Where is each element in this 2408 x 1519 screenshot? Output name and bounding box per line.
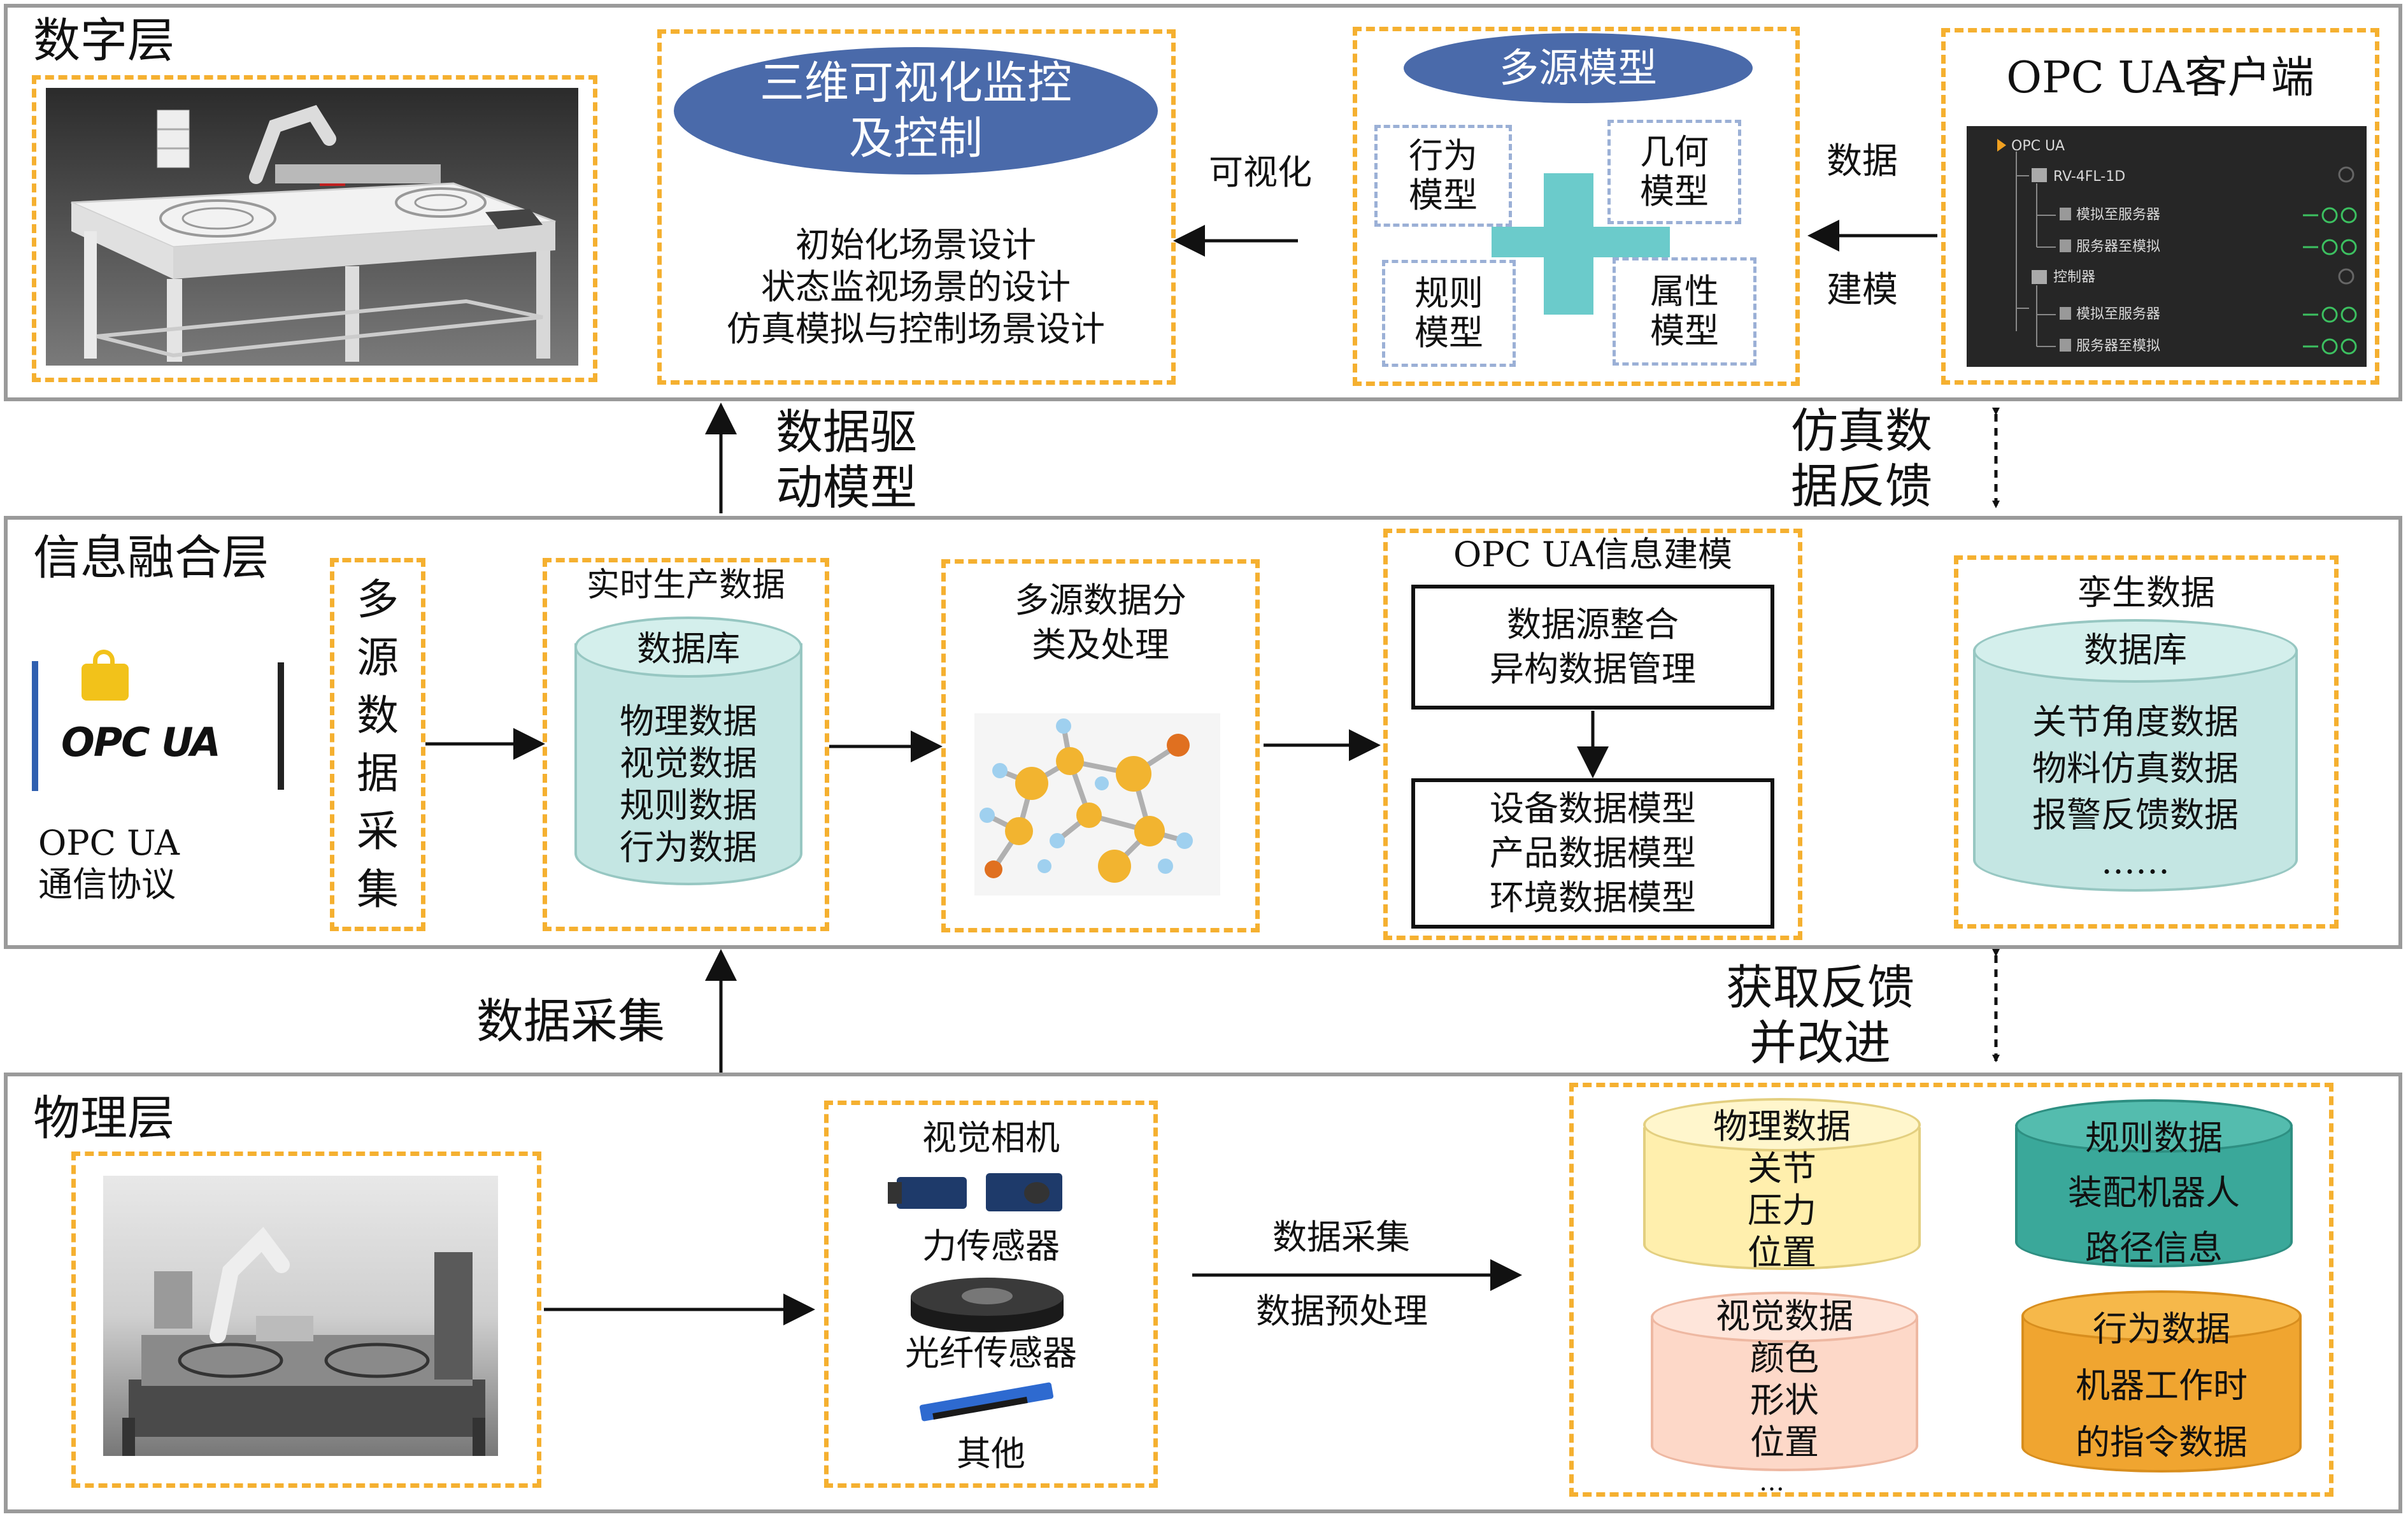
- realtime-db-cylinder-top: [574, 617, 802, 678]
- molecule-icon: [980, 718, 1193, 883]
- realtime-data-title: 实时生产数据: [586, 566, 785, 604]
- physical-layer-title: 物理层: [33, 1091, 175, 1146]
- twin-db-cylinder-top: [1973, 619, 2298, 683]
- behavior-data-cylinder-top: [2021, 1290, 2302, 1341]
- visual-data-cylinder-body: [1651, 1318, 1918, 1471]
- workcell-photo-icon: [122, 1227, 485, 1456]
- tree-item-server-to-sim-2: 服务器至模拟: [2076, 338, 2160, 354]
- data-models-box: 设备数据模型 产品数据模型 环境数据模型: [1411, 778, 1774, 929]
- physical-data-text: 物理数据 关节 压力 位置: [1713, 1106, 1851, 1273]
- behavior-model-label: 行为 模型: [1409, 135, 1478, 215]
- tree-item-sim-to-server-2: 模拟至服务器: [2076, 306, 2160, 322]
- data-preprocess-label: 数据预处理: [1256, 1291, 1428, 1331]
- rule-model-box: 规则 模型: [1382, 260, 1516, 367]
- opc-ua-logo-bar-right: [278, 662, 284, 790]
- opc-modeling-box: [1383, 529, 1802, 940]
- twin-db-items: 关节角度数据 物料仿真数据 报警反馈数据 ……: [2032, 702, 2239, 881]
- camera-label: 视觉相机: [922, 1118, 1060, 1158]
- rule-model-label: 规则 模型: [1414, 273, 1483, 353]
- opc-ua-client-box: [1941, 28, 2379, 385]
- multi-source-model-ellipse: 多源模型: [1404, 33, 1753, 103]
- physical-data-cylinder-top: [1643, 1098, 1921, 1152]
- multi-source-model-box: [1353, 27, 1800, 386]
- digital-twin-render-image: [46, 88, 578, 366]
- other-sensor-label: 其他: [957, 1434, 1025, 1474]
- fiber-sensor-label: 光纤传感器: [905, 1333, 1077, 1373]
- monitor-scene-list: 初始化场景设计 状态监视场景的设计 仿真模拟与控制场景设计: [727, 225, 1105, 349]
- twin-db-label: 数据库: [2084, 630, 2187, 670]
- behavior-data-text: 行为数据 机器工作时 的指令数据: [2076, 1309, 2248, 1463]
- monitor-control-title: 三维可视化监控 及控制: [760, 56, 1072, 165]
- opc-ua-protocol-label: OPC UA 通信协议: [38, 823, 180, 904]
- opc-tree-panel: OPC UA RV-4FL-1D 模拟至服务器 服务器至模拟 控制器 模拟至服务…: [1997, 138, 2357, 355]
- classify-process-box: [941, 559, 1260, 932]
- rule-data-cylinder-top: [2015, 1099, 2293, 1153]
- tree-root-label: OPC UA: [2011, 138, 2065, 154]
- monitor-control-ellipse: 三维可视化监控 及控制: [674, 47, 1158, 175]
- multi-source-collection-box: [330, 558, 425, 931]
- opc-ua-client-screenshot: OPC UA RV-4FL-1D 模拟至服务器 服务器至模拟 控制器 模拟至服务…: [1967, 126, 2367, 367]
- opc-node-icon: [1997, 139, 2006, 152]
- physical-workcell-box: [71, 1152, 541, 1488]
- force-sensor-icon: [911, 1278, 1064, 1332]
- attribute-model-label: 属性 模型: [1650, 271, 1719, 351]
- tree-item-server-to-sim-1: 服务器至模拟: [2076, 239, 2160, 255]
- attribute-model-box: 属性 模型: [1613, 257, 1756, 366]
- sensors-box: [824, 1101, 1158, 1488]
- camera-icon: [888, 1171, 1069, 1215]
- lock-icon: [82, 650, 129, 701]
- data-integration-box: 数据源整合 异构数据管理: [1411, 585, 1774, 710]
- twin-data-box: [1954, 555, 2339, 929]
- realtime-db-items: 物理数据 视觉数据 规则数据 行为数据: [620, 701, 757, 867]
- plus-bar-horizontal: [1492, 227, 1670, 257]
- data-collection-label: 数据采集: [476, 994, 665, 1049]
- behavior-model-box: 行为 模型: [1374, 125, 1512, 227]
- geometry-model-box: 几何 模型: [1607, 120, 1741, 224]
- opc-modeling-title: OPC UA信息建模: [1453, 534, 1732, 574]
- twin-db-cylinder-body: [1973, 650, 2298, 892]
- realtime-db-cylinder-body: [574, 643, 802, 885]
- tree-controller-label: 控制器: [2053, 269, 2095, 285]
- opc-ua-client-title: OPC UA客户端: [2006, 53, 2314, 103]
- molecule-image: [974, 713, 1220, 895]
- opc-ua-logo-wordmark: OPC UA: [61, 719, 271, 766]
- realtime-db-label: 数据库: [637, 629, 740, 669]
- rule-data-text: 规则数据 装配机器人 路径信息: [2068, 1118, 2240, 1268]
- tree-item-sim-to-server-1: 模拟至服务器: [2076, 207, 2160, 223]
- opc-ua-logo-bar-left: [32, 661, 38, 791]
- digital-twin-render-box: [32, 75, 597, 382]
- classify-process-title: 多源数据分 类及处理: [1015, 580, 1186, 666]
- workbench-render-icon: [71, 104, 556, 362]
- behavior-data-cylinder-body: [2021, 1316, 2302, 1473]
- geometry-model-label: 几何 模型: [1640, 131, 1709, 211]
- multi-source-collection-label: 多 源 数 据 采 集: [357, 575, 399, 915]
- data-label: 数据: [1827, 141, 1898, 182]
- data-driven-model-label: 数据驱 动模型: [776, 405, 917, 516]
- fusion-layer-title: 信息融合层: [33, 531, 269, 585]
- modeling-label: 建模: [1827, 269, 1898, 311]
- multi-source-model-title: 多源模型: [1499, 45, 1657, 92]
- data-collect-label: 数据采集: [1272, 1217, 1410, 1257]
- monitor-control-box: [657, 29, 1176, 385]
- twin-data-title: 孪生数据: [2077, 573, 2215, 613]
- visual-data-text: 视觉数据 颜色 形状 位置: [1716, 1296, 1853, 1462]
- digital-layer-title: 数字层: [33, 13, 175, 68]
- tree-robot-label: RV-4FL-1D: [2053, 169, 2125, 185]
- visualize-label: 可视化: [1209, 152, 1312, 192]
- sim-data-feedback-label: 仿真数 据反馈: [1791, 404, 1932, 515]
- visual-data-cylinder-top: [1651, 1292, 1918, 1343]
- opc-ua-logo-text: OPC UA: [61, 719, 221, 766]
- force-sensor-label: 力传感器: [922, 1226, 1060, 1266]
- visual-data-ellipsis: …: [1759, 1467, 1785, 1497]
- get-feedback-improve-label: 获取反馈 并改进: [1726, 960, 1914, 1071]
- physical-data-box: [1569, 1083, 2333, 1497]
- physical-workcell-photo: [103, 1176, 498, 1456]
- data-integration-label: 数据源整合 异构数据管理: [1490, 604, 1696, 689]
- data-models-label: 设备数据模型 产品数据模型 环境数据模型: [1490, 788, 1696, 918]
